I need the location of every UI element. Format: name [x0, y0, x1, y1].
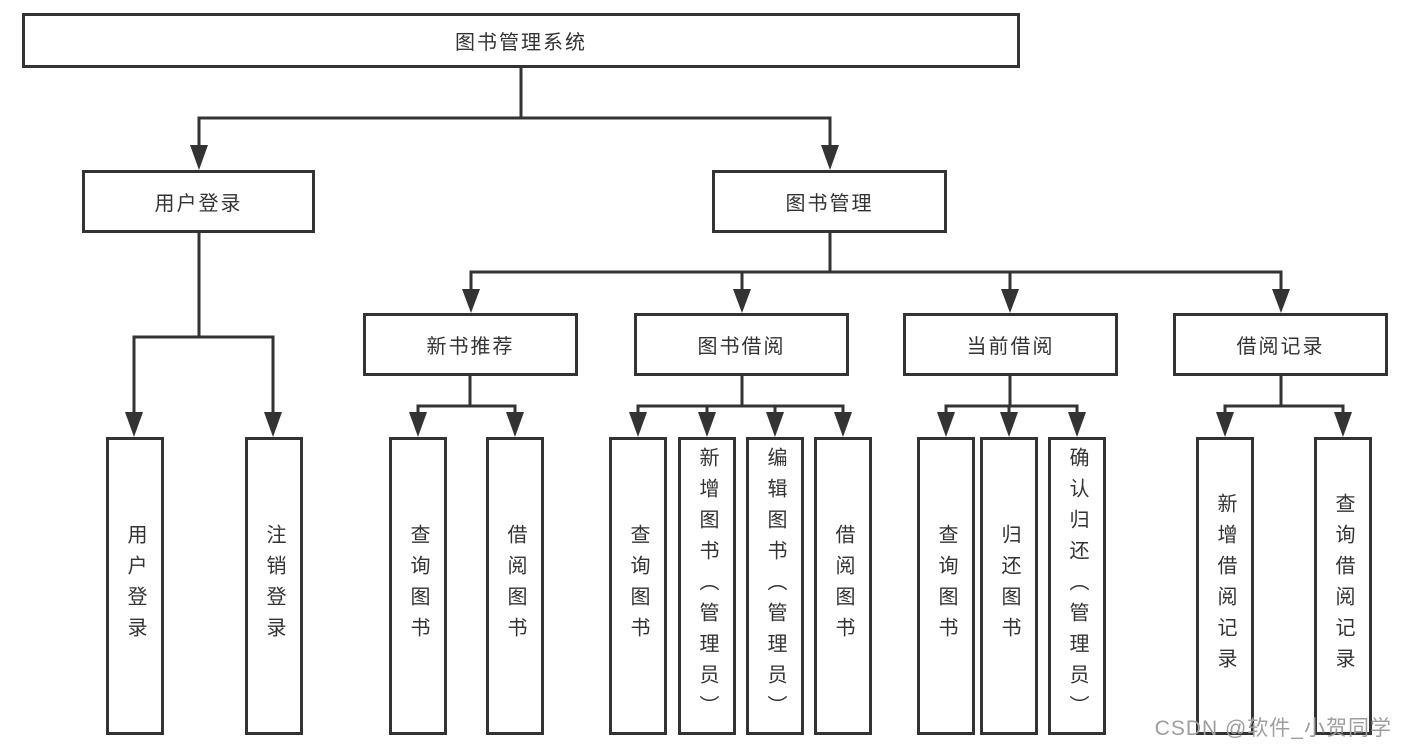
leaf-borrow-books: 借阅图书	[814, 437, 872, 735]
node-label: 借阅记录	[1236, 336, 1325, 358]
csdn-watermark: CSDN @软件_小贺同学	[1154, 717, 1392, 740]
leaf-edit-books-admin: 编辑图书（管理员）	[746, 437, 804, 735]
node-label: 借阅图书	[832, 524, 854, 648]
node-label: 查询图书	[627, 524, 649, 648]
leaf-query-books-recommend: 查询图书	[389, 437, 447, 735]
node-label: 查询借阅记录	[1332, 493, 1354, 679]
node-label: 图书管理	[785, 193, 874, 215]
leaf-borrow-books-recommend: 借阅图书	[486, 437, 544, 735]
node-label: 确认归还（管理员）	[1066, 446, 1088, 726]
node-label: 新书推荐	[426, 336, 515, 358]
node-book-borrowing: 图书借阅	[634, 313, 849, 376]
node-label: 注销登录	[263, 524, 285, 648]
node-label: 编辑图书（管理员）	[764, 446, 786, 726]
node-library-management-system: 图书管理系统	[22, 13, 1020, 68]
leaf-query-borrow-record: 查询借阅记录	[1314, 437, 1372, 735]
node-label: 新增借阅记录	[1214, 493, 1236, 679]
node-label: 用户登录	[154, 193, 243, 215]
node-label: 查询图书	[407, 524, 429, 648]
node-label: 借阅图书	[504, 524, 526, 648]
leaf-user-login: 用户登录	[106, 437, 164, 735]
node-label: 查询图书	[935, 524, 957, 648]
node-book-management: 图书管理	[712, 170, 947, 233]
node-label: 归还图书	[998, 524, 1020, 648]
leaf-add-books-admin: 新增图书（管理员）	[678, 437, 736, 735]
leaf-return-books: 归还图书	[980, 437, 1038, 735]
node-borrow-records: 借阅记录	[1173, 313, 1388, 376]
node-label: 用户登录	[124, 524, 146, 648]
node-user-login: 用户登录	[82, 170, 315, 233]
node-current-borrowing: 当前借阅	[903, 313, 1118, 376]
node-label: 图书管理系统	[455, 32, 587, 54]
leaf-logout: 注销登录	[245, 437, 303, 735]
leaf-add-borrow-record: 新增借阅记录	[1196, 437, 1254, 735]
leaf-confirm-return-admin: 确认归还（管理员）	[1048, 437, 1106, 735]
leaf-query-books-current: 查询图书	[917, 437, 975, 735]
node-label: 图书借阅	[697, 336, 786, 358]
leaf-query-books-borrowing: 查询图书	[609, 437, 667, 735]
node-label: 新增图书（管理员）	[696, 446, 718, 726]
node-label: 当前借阅	[966, 336, 1055, 358]
node-new-book-recommend: 新书推荐	[363, 313, 578, 376]
